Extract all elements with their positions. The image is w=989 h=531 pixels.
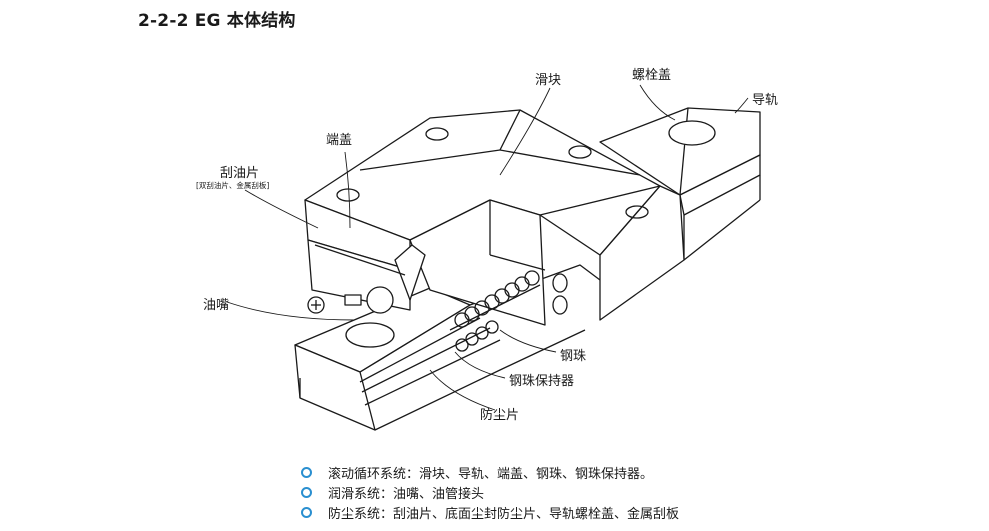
grease-nipple: [307, 286, 394, 314]
label-steel-ball: 钢珠: [560, 349, 587, 364]
label-scraper-note: [双刮油片、金属刮板]: [196, 181, 270, 190]
list-item: 防尘系统：刮油片、底面尘封防尘片、导轨螺栓盖、金属刮板: [301, 502, 679, 522]
bullet-ring-icon: [301, 506, 312, 518]
label-end-cap: 端盖: [326, 133, 353, 148]
list-item-text: 滚动循环系统：滑块、导轨、端盖、钢珠、钢珠保持器。: [328, 466, 654, 482]
label-ball-retainer: 钢珠保持器: [509, 374, 575, 389]
section-title: 2-2-2 EG 本体结构: [138, 11, 296, 31]
ball-row: [449, 270, 541, 352]
label-slider: 滑块: [535, 73, 562, 88]
bullet-ring-icon: [301, 466, 312, 478]
list-item-text: 防尘系统：刮油片、底面尘封防尘片、导轨螺栓盖、金属刮板: [328, 506, 680, 522]
feature-list: 滚动循环系统：滑块、导轨、端盖、钢珠、钢珠保持器。 润滑系统：油嘴、油管接头 防…: [301, 462, 679, 522]
list-item: 滚动循环系统：滑块、导轨、端盖、钢珠、钢珠保持器。: [301, 462, 679, 482]
label-bolt-cap: 螺栓盖: [632, 68, 672, 83]
rail-rear: [599, 107, 761, 261]
leader-lines: [226, 84, 749, 411]
label-grease-nipple: 油嘴: [203, 298, 230, 313]
list-item-text: 润滑系统：油嘴、油管接头: [328, 486, 485, 502]
slider-block: [304, 109, 685, 326]
label-rail: 导轨: [752, 93, 779, 108]
label-scraper: 刮油片: [220, 166, 260, 181]
list-item: 润滑系统：油嘴、油管接头: [301, 482, 679, 502]
bullet-ring-icon: [301, 486, 312, 498]
label-dust-seal: 防尘片: [480, 408, 520, 423]
